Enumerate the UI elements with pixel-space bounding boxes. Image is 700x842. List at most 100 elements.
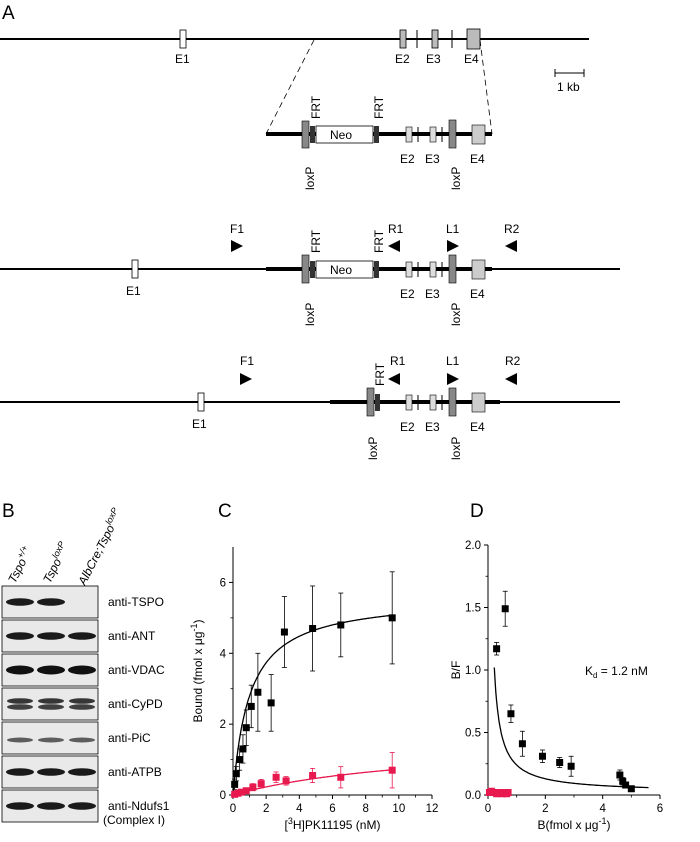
kd-annotation: Kd = 1.2 nM: [585, 664, 648, 680]
data-point: [280, 628, 288, 636]
data-point: [538, 752, 546, 760]
exon-e4-label: E4: [470, 152, 485, 166]
primer-r2-arrow: [505, 240, 517, 252]
data-point: [282, 777, 290, 785]
loxp-site: [301, 120, 310, 149]
blot-band: [7, 698, 33, 704]
data-point: [272, 773, 280, 781]
exon-e1: [179, 29, 187, 49]
y-tick-label: 6: [220, 577, 226, 589]
primer-r2-arrow: [505, 373, 517, 385]
loxp-site: [448, 387, 457, 417]
data-point: [493, 645, 501, 653]
x-tick-label: 8: [362, 803, 368, 815]
exon-e4-label: E4: [464, 52, 479, 66]
x-tick-label: 6: [657, 803, 663, 815]
exon-e3: [429, 126, 437, 143]
antibody-label: anti-PiC: [108, 731, 151, 745]
y-axis-label: Bound (fmol x μg-1): [189, 620, 205, 723]
antibody-label: anti-ANT: [108, 629, 156, 643]
antibody-label: anti-TSPO: [108, 595, 164, 609]
blot-band: [37, 802, 65, 810]
antibody-label: anti-ATPB: [108, 765, 162, 779]
x-tick-label: 2: [263, 803, 269, 815]
primer-r1-arrow: [388, 240, 400, 252]
neo-cassette: [315, 260, 374, 279]
exon-e4-label: E4: [470, 420, 485, 434]
zoom-line-right: [479, 39, 493, 135]
frt-site: [374, 261, 379, 278]
data-point: [247, 702, 255, 710]
primer-l1-arrow: [447, 240, 459, 252]
data-point: [507, 710, 515, 718]
loxp-label: loxP: [303, 167, 317, 190]
x-axis-label: B(fmol x μg-1): [538, 816, 611, 832]
exon-e3-label: E3: [425, 287, 440, 301]
data-point: [237, 788, 245, 796]
exon-e2-label: E2: [395, 52, 410, 66]
lane-label: TspoloxP: [38, 540, 72, 586]
blot-band: [38, 698, 64, 704]
blot-band: [68, 632, 96, 640]
frt-site: [310, 261, 315, 278]
data-point: [388, 766, 396, 774]
data-point: [231, 780, 239, 788]
primer-f1-arrow: [231, 240, 243, 252]
panel-label-b: B: [2, 501, 15, 522]
blot-band: [68, 768, 96, 776]
data-point: [518, 740, 526, 748]
exon-e3: [431, 29, 439, 49]
loxp-site: [301, 254, 310, 284]
exon-e2: [405, 126, 413, 143]
lane-labels: Tspo+/+ TspoloxP AlbCre;TspoloxP: [5, 506, 120, 588]
exon-e1: [197, 392, 205, 412]
loxp-label: loxP: [366, 437, 380, 460]
loxp-site: [448, 119, 457, 149]
y-tick-label: 2: [220, 719, 226, 731]
antibody-label: anti-Ndufs1: [108, 799, 170, 813]
x-tick-label: 10: [392, 803, 405, 815]
exon-e3: [429, 261, 437, 278]
targeted-allele: E1 Neo FRT FRT loxP loxP E2 E3 E4 F1 R1 …: [0, 222, 620, 326]
data-point: [616, 771, 624, 779]
blot-band: [68, 665, 96, 675]
neo-cassette: [315, 125, 374, 144]
exon-e4: [471, 124, 486, 145]
blot-band: [37, 598, 65, 606]
data-point: [257, 780, 265, 788]
loxp-label: loxP: [449, 167, 463, 190]
blot-band: [37, 768, 65, 776]
x-tick-label: 4: [296, 803, 303, 815]
primer-f1-label: F1: [230, 222, 244, 236]
exon-e4: [466, 28, 481, 50]
primer-r2-label: R2: [504, 222, 520, 236]
data-point: [627, 785, 635, 793]
blot-band: [6, 632, 34, 640]
loxp-site: [448, 254, 457, 284]
loxp-site: [366, 387, 375, 417]
loxp-label: loxP: [449, 303, 463, 326]
exon-e2: [399, 29, 407, 49]
y-axis-label: B/F: [449, 661, 463, 680]
x-axis-label: [3H]PK11195 (nM): [285, 816, 381, 832]
floxed-allele: E1 FRT loxP loxP E2 E3 E4 F1 R1 L1 R2: [0, 354, 620, 460]
loxp-label: loxP: [449, 437, 463, 460]
data-point: [337, 621, 345, 629]
frt-label: FRT: [372, 229, 386, 253]
wildtype-locus: E1 E2 E3 E4: [0, 28, 589, 66]
blot-band: [6, 802, 34, 810]
data-point: [249, 783, 257, 791]
antibody-label: anti-VDAC: [108, 663, 165, 677]
exon-e3-label: E3: [425, 420, 440, 434]
frt-label: FRT: [309, 95, 323, 119]
data-point: [309, 624, 317, 632]
panel-label-c: C: [218, 501, 232, 522]
exon-e1-label: E1: [175, 52, 190, 66]
data-point: [619, 777, 627, 785]
y-tick-label: 2.0: [465, 540, 481, 552]
exon-e2-label: E2: [400, 287, 415, 301]
primer-r2-label: R2: [505, 354, 521, 368]
exon-e4: [471, 259, 486, 280]
